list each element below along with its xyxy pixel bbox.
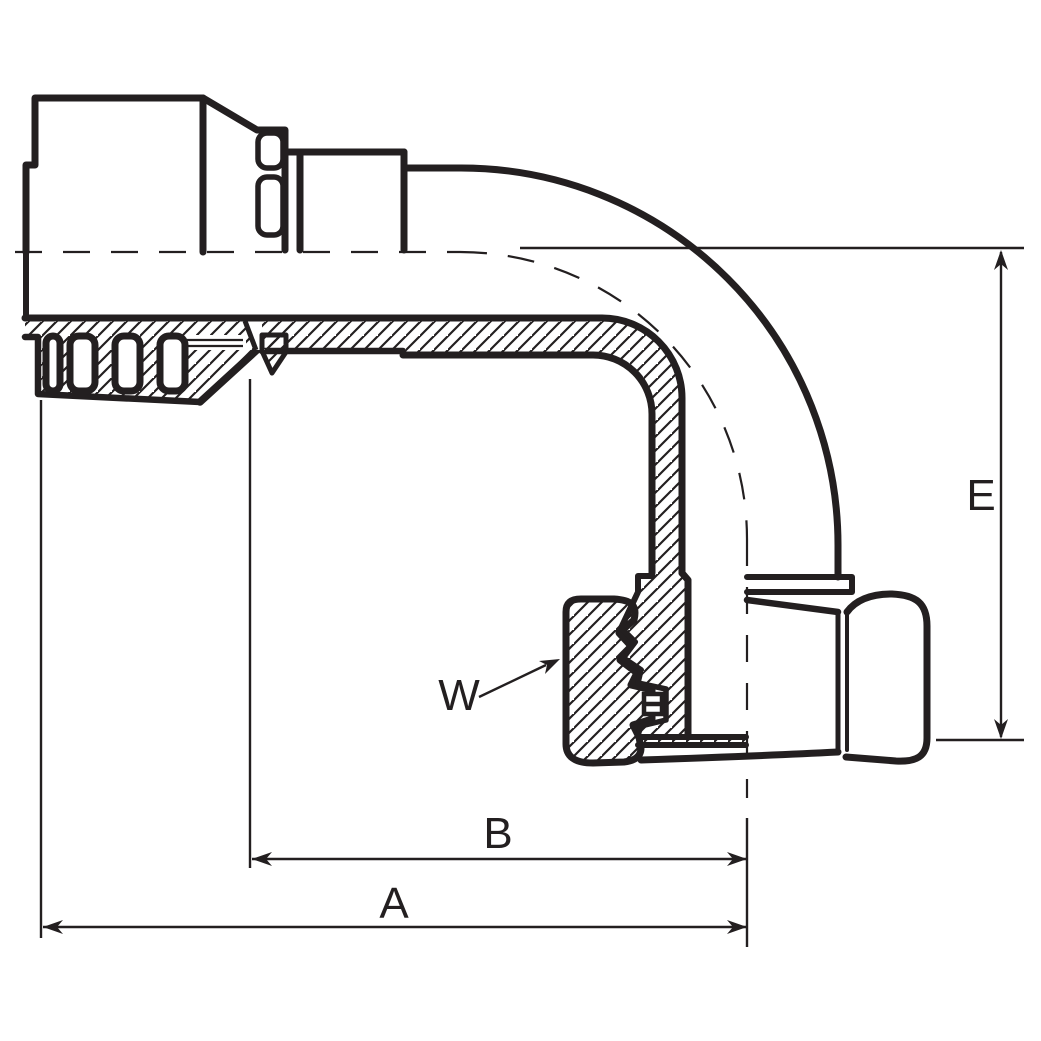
collar-groove-lower xyxy=(255,174,286,238)
flare-section-fill xyxy=(621,573,746,745)
arrow-e-up xyxy=(994,250,1008,270)
label-a: A xyxy=(379,879,409,928)
swivel-nut-section xyxy=(562,595,656,767)
leader-line-w xyxy=(478,663,547,699)
crimp-slit-edge xyxy=(242,320,259,351)
locking-tooth xyxy=(259,332,289,376)
flare-serrated-edge xyxy=(618,567,655,673)
ferrule-outline xyxy=(22,94,207,256)
arrow-w-leader xyxy=(539,659,560,674)
barb-groove xyxy=(66,332,99,395)
retaining-collar xyxy=(744,574,855,595)
arrow-b-right xyxy=(727,852,747,866)
flare-right-edge xyxy=(678,569,692,741)
seat-face-lines xyxy=(635,734,749,748)
detail-overlays xyxy=(42,320,665,717)
arrow-b-left xyxy=(252,852,272,866)
arrow-a-right xyxy=(727,920,747,934)
arrow-e-down xyxy=(994,719,1008,739)
shank-bottom-edge xyxy=(21,333,204,406)
wedge-diagonal-edge xyxy=(196,345,262,406)
hose-barb-grooves xyxy=(42,332,189,395)
arrow-a-left xyxy=(43,920,63,934)
dimension-lines xyxy=(39,246,1024,947)
label-b: B xyxy=(483,809,512,858)
nut-top-chamfer xyxy=(743,596,842,616)
label-w: W xyxy=(438,671,480,720)
outline-linework xyxy=(21,94,931,765)
label-e: E xyxy=(966,471,995,520)
elbow-outer-profile xyxy=(400,164,842,581)
barb-groove xyxy=(42,332,64,395)
arrowheads xyxy=(43,250,1008,934)
centerline-arc xyxy=(459,250,749,540)
spring-clip-outline xyxy=(635,667,669,738)
tube-tip-gap xyxy=(186,335,246,350)
barb-groove xyxy=(156,332,189,395)
barb-groove xyxy=(111,332,144,395)
nut-bottom-edge xyxy=(637,748,842,764)
bore-wall-inner-edge xyxy=(399,351,656,577)
bore-wall-outer-edge xyxy=(21,314,686,577)
bend-wall-fill xyxy=(262,318,682,573)
nut-right-lobe xyxy=(842,590,931,765)
tube-tip-lines xyxy=(187,338,243,348)
